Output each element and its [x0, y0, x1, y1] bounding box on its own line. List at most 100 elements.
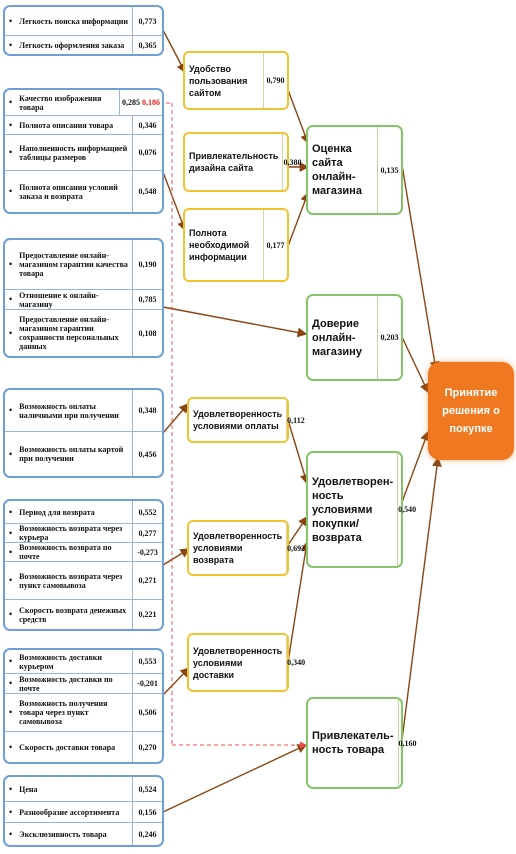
node-purchase-decision: Принятие решения о покупке: [428, 362, 514, 460]
factor-row: Возможность оплаты картой при получении …: [5, 432, 162, 476]
factor-value: 0,076: [132, 135, 162, 170]
node-design: Привлекательность дизайна сайта 0,380: [183, 132, 301, 192]
factor-row: Скорость доставки товара 0,270: [5, 732, 162, 762]
arrow-site-to-decision: [401, 164, 440, 372]
node-value: 0,340: [286, 635, 305, 690]
factor-value: -0,273: [132, 543, 162, 561]
factor-row: Предоставление онлайн-магазином гарантии…: [5, 240, 162, 290]
node-label: Привлекатель-ность товара: [312, 730, 394, 756]
factor-value: 0,773: [132, 7, 162, 35]
arrow-trust-to-decision: [401, 336, 429, 394]
factor-row: Полнота описания товара 0,346: [5, 116, 162, 135]
factor-value: 0,108: [132, 310, 162, 356]
factor-value: 0,552: [132, 501, 162, 523]
node-value: 0,112: [286, 399, 305, 441]
factor-row: Наполненность информацией таблицы размер…: [5, 135, 162, 171]
node-value: 0,790: [263, 53, 287, 108]
node-value: 0,177: [263, 210, 287, 280]
node-label: Оценка сайта онлайн-магазина: [312, 143, 362, 197]
arrow-group1-to-usability: [162, 29, 186, 74]
factor-label: Скорость возврата денежных средств: [5, 600, 132, 629]
factor-label: Полнота описания товара: [5, 116, 132, 134]
factor-value: 0,285 0,186: [119, 90, 162, 115]
factor-value: 0,348: [132, 390, 162, 431]
node-trust: Доверие онлайн-магазину 0,203: [306, 294, 403, 381]
factor-group-1: Легкость поиска информации 0,773 Легкост…: [3, 5, 164, 56]
factor-label: Возможность возврата через пункт самовыв…: [5, 562, 132, 599]
factor-row: Возможность возврата через пункт самовыв…: [5, 562, 162, 600]
factor-value: 0,785: [132, 290, 162, 309]
factor-value: 0,553: [132, 650, 162, 673]
node-label: Удовлетворен-ность условиями покупки/воз…: [312, 475, 394, 544]
factor-row: Возможность доставки по почте -0,201: [5, 674, 162, 694]
factor-value: 0,365: [132, 36, 162, 54]
arrow-group7-to-product: [162, 744, 308, 813]
arrow-group6-to-delivery: [162, 666, 190, 696]
arrow-group2-to-info: [162, 171, 187, 232]
factor-row: Качество изображения товара 0,285 0,186: [5, 90, 162, 116]
factor-label: Скорость доставки товара: [5, 732, 132, 762]
factor-row: Возможность возврата через курьера 0,277: [5, 524, 162, 543]
arrow-group4-to-payment: [162, 402, 189, 434]
factor-group-6: Возможность доставки курьером 0,553 Возм…: [3, 648, 164, 764]
node-label: Удобство пользования сайтом: [189, 63, 248, 98]
node-label: Полнота необходимой информации: [189, 228, 250, 262]
factor-value: 0,246: [132, 823, 162, 845]
factor-group-7: Цена 0,524 Разнообразие ассортимента 0,1…: [3, 775, 164, 847]
node-value: 0,540: [397, 453, 416, 566]
arrow-payment-to-satisfaction: [287, 419, 310, 485]
factor-row: Разнообразие ассортимента 0,156: [5, 802, 162, 823]
node-payment: Удовлетворенность условиями оплаты 0,112: [187, 397, 305, 443]
factor-value: 0,456: [132, 432, 162, 476]
factor-group-4: Возможность оплаты наличными при получен…: [3, 388, 164, 478]
factor-row: Предоставление онлайн-магазином гарантии…: [5, 310, 162, 356]
factor-row: Скорость возврата денежных средств 0,221: [5, 600, 162, 629]
arrow-info-to-site: [287, 191, 310, 247]
factor-value: 0,221: [132, 600, 162, 629]
factor-label: Предоставление онлайн-магазином гарантии…: [5, 310, 132, 356]
factor-value: 0,156: [132, 802, 162, 822]
arrow-satisfaction-to-decision: [401, 430, 430, 503]
factor-value-red: 0,186: [142, 98, 160, 107]
factor-row: Возможность возврата по почте -0,273: [5, 543, 162, 562]
arrow-return-to-satisfaction: [287, 515, 308, 546]
node-label: Удовлетворенность условиями доставки: [193, 645, 283, 680]
factor-row: Легкость оформления заказа 0,365: [5, 36, 162, 54]
factor-value: 0,506: [132, 694, 162, 731]
node-label: Удовлетворенность условиями возврата: [193, 531, 283, 565]
factor-value: -0,201: [132, 674, 162, 693]
arrow-delivery-to-satisfaction: [287, 540, 311, 663]
node-usability: Удобство пользования сайтом 0,790: [183, 51, 289, 110]
factor-label: Отношение к онлайн-магазину: [5, 290, 132, 309]
factor-label: Возможность получения товара через пункт…: [5, 694, 132, 731]
decision-label: Принятие решения о покупке: [442, 387, 500, 435]
factor-group-2: Качество изображения товара 0,285 0,186 …: [3, 88, 164, 214]
node-label: Привлекательность дизайна сайта: [189, 151, 279, 173]
node-label: Доверие онлайн-магазину: [312, 317, 362, 358]
factor-label: Возможность возврата по почте: [5, 543, 132, 561]
factor-label: Возможность возврата через курьера: [5, 524, 132, 542]
node-site-rating: Оценка сайта онлайн-магазина 0,135: [306, 125, 403, 215]
factor-value: 0,548: [132, 171, 162, 212]
factor-row: Цена 0,524: [5, 777, 162, 802]
factor-row: Возможность получения товара через пункт…: [5, 694, 162, 732]
factor-row: Отношение к онлайн-магазину 0,785: [5, 290, 162, 310]
factor-row: Возможность доставки курьером 0,553: [5, 650, 162, 674]
factor-group-3: Предоставление онлайн-магазином гарантии…: [3, 238, 164, 358]
node-value: 0,135: [377, 127, 401, 213]
node-purchase-satisfaction: Удовлетворен-ность условиями покупки/воз…: [306, 451, 416, 568]
node-information: Полнота необходимой информации 0,177: [183, 208, 289, 282]
node-return: Удовлетворенность условиями возврата 0,6…: [187, 520, 305, 576]
factor-value: 0,524: [132, 777, 162, 801]
factor-label: Полнота описания условий заказа и возвра…: [5, 171, 132, 212]
factor-label: Разнообразие ассортимента: [5, 802, 132, 822]
factor-row: Период для возврата 0,552: [5, 501, 162, 524]
factor-label: Легкость оформления заказа: [5, 36, 132, 54]
factor-label: Возможность доставки курьером: [5, 650, 132, 673]
factor-row: Легкость поиска информации 0,773: [5, 7, 162, 36]
factor-label: Эксклюзивность товара: [5, 823, 132, 845]
factor-label: Возможность оплаты картой при получении: [5, 432, 132, 476]
factor-row: Эксклюзивность товара 0,246: [5, 823, 162, 845]
factor-value: 0,270: [132, 732, 162, 762]
